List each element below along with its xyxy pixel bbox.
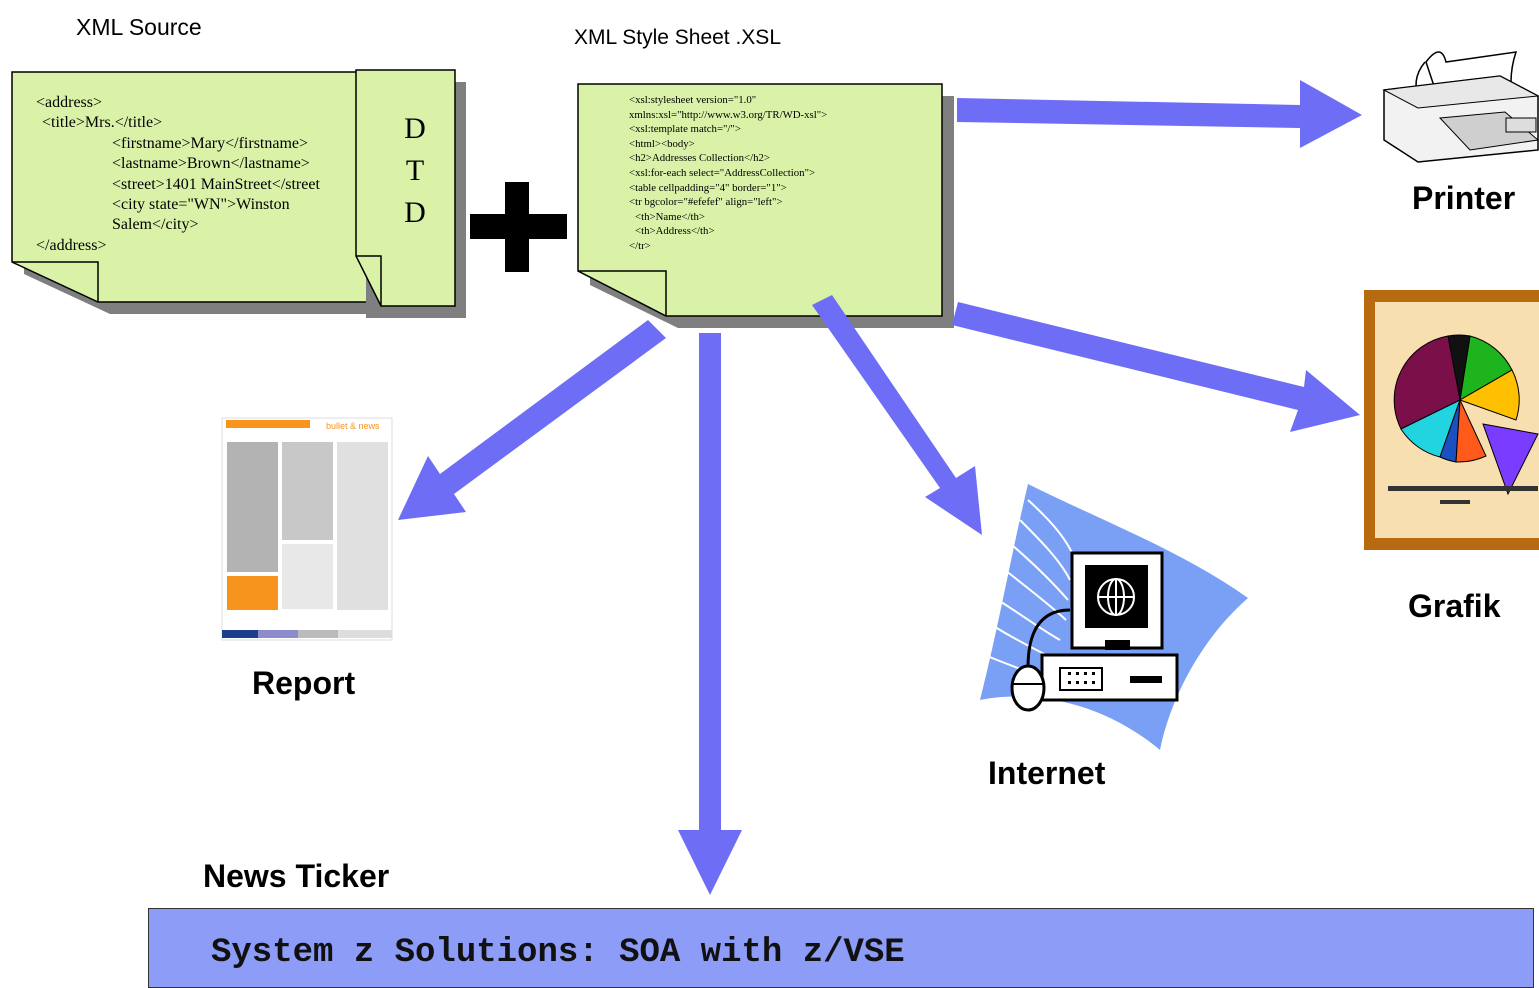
grafik-label: Grafik xyxy=(1408,588,1501,624)
xsl-line: <h2>Addresses Collection</h2> xyxy=(629,152,771,165)
xml-line: <lastname>Brown</lastname> xyxy=(112,155,310,173)
printer-label: Printer xyxy=(1412,180,1516,216)
xsl-line: <xsl:template match="/"> xyxy=(629,123,741,136)
arrow-to-printer xyxy=(957,80,1362,148)
xml-line: <firstname>Mary</firstname> xyxy=(112,134,309,152)
arrows xyxy=(398,80,1362,895)
xml-line: <city state="WN">Winston xyxy=(112,196,290,214)
news-ticker-label: News Ticker xyxy=(203,858,390,894)
xml-source-document xyxy=(11,71,386,314)
news-ticker-bar: System z Solutions: SOA with z/VSE xyxy=(148,908,1534,988)
report-label: Report xyxy=(252,665,356,701)
xml-source-code: <address> <title>Mrs.</title> <firstname… xyxy=(36,93,320,256)
arrow-to-news-ticker xyxy=(678,333,742,895)
dtd-letter: D xyxy=(404,196,426,229)
xml-line: </address> xyxy=(36,236,107,254)
internet-icon xyxy=(980,484,1248,750)
xsl-line: <tr bgcolor="#efefef" align="left"> xyxy=(629,196,783,209)
report-thumbnail: bullet & news xyxy=(221,417,393,641)
xml-line: Salem</city> xyxy=(112,216,199,234)
xsl-title: XML Style Sheet .XSL xyxy=(574,26,781,49)
dtd-letter: T xyxy=(405,154,425,187)
xml-line: <street>1401 MainStreet</street xyxy=(112,175,320,193)
xsl-line: <html><body> xyxy=(629,137,695,150)
dtd-document xyxy=(355,69,466,318)
arrow-to-report xyxy=(398,320,666,520)
xml-line: <title>Mrs.</title> xyxy=(42,114,163,132)
arrow-to-internet xyxy=(812,295,982,535)
printer-icon xyxy=(1382,51,1539,163)
xsl-line: <xsl:stylesheet version="1.0" xyxy=(629,94,757,106)
plus-icon xyxy=(470,182,567,272)
xsl-line: <th>Name</th> xyxy=(635,210,705,223)
arrow-to-grafik xyxy=(952,302,1360,432)
dtd-letter: D xyxy=(404,112,426,145)
dtd-label: D T D xyxy=(400,108,430,234)
svg-text:bullet & news: bullet & news xyxy=(326,421,380,431)
xsl-code: <xsl:stylesheet version="1.0" xmlns:xsl=… xyxy=(629,93,827,254)
xsl-line: <table cellpadding="4" border="1"> xyxy=(629,181,787,194)
xsl-line: <xsl:for-each select="AddressCollection"… xyxy=(629,166,816,179)
grafik-board xyxy=(1364,290,1539,550)
news-ticker-text: System z Solutions: SOA with z/VSE xyxy=(211,934,905,972)
xml-line: <address> xyxy=(36,94,103,111)
internet-label: Internet xyxy=(988,755,1106,791)
xsl-line: </tr> xyxy=(629,239,651,252)
xsl-document xyxy=(577,83,954,328)
xml-source-title: XML Source xyxy=(76,14,202,40)
xsl-line: xmlns:xsl="http://www.w3.org/TR/WD-xsl"> xyxy=(629,108,828,121)
xsl-line: <th>Address</th> xyxy=(635,225,715,238)
